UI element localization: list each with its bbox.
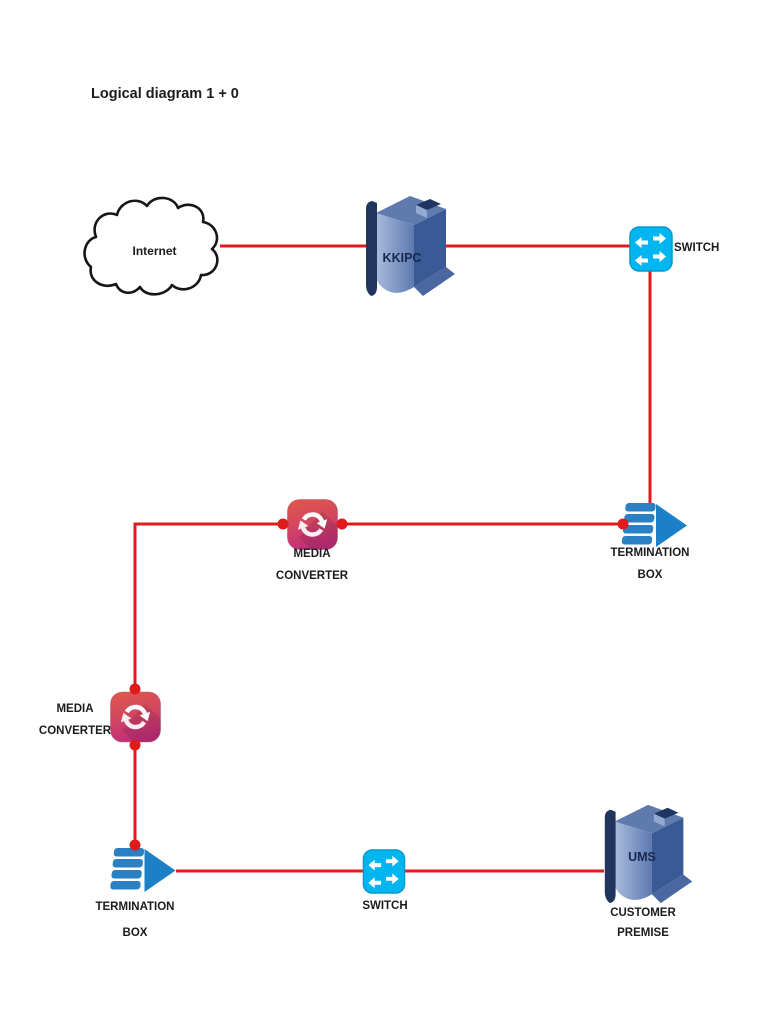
switch-top-icon — [629, 226, 673, 272]
switch-top-label: SWITCH — [674, 242, 720, 254]
customer-premise-label-line2: PREMISE — [617, 927, 669, 939]
media-converter-mid-label-line2: CONVERTER — [275, 570, 349, 582]
media-converter-mid-label-line1: MEDIA — [293, 548, 331, 560]
page-title: Logical diagram 1 + 0 — [91, 86, 239, 102]
termination-box-left-label: TERMINATION BOX — [85, 894, 185, 946]
media-converter-mid-label: MEDIA CONVERTER — [257, 543, 367, 587]
internet-label: Internet — [132, 244, 177, 258]
wire-terminationbox-mediaconverters — [133, 522, 623, 846]
termination-box-left-label-line2: BOX — [122, 927, 148, 939]
kkipc-mainframe-icon — [362, 188, 459, 300]
termination-box-left-label-line1: TERMINATION — [95, 901, 175, 913]
media-converter-left-label-line2: CONVERTER — [38, 725, 112, 737]
switch-bottom-label: SWITCH — [362, 900, 408, 912]
termination-box-right-label-line2: BOX — [637, 569, 663, 581]
media-converter-left-label: MEDIA CONVERTER — [20, 698, 130, 742]
media-converter-left-label-line1: MEDIA — [56, 703, 94, 715]
customer-premise-label-line1: CUSTOMER — [610, 907, 676, 919]
customer-premise-label: CUSTOMER PREMISE — [593, 903, 693, 943]
termination-box-left-icon — [107, 847, 178, 894]
kkipc-label: KKIPC — [382, 251, 422, 265]
termination-box-right-label: TERMINATION BOX — [600, 542, 700, 586]
internet-cloud-icon — [83, 196, 219, 296]
switch-bottom-icon — [362, 849, 406, 894]
termination-box-right-label-line1: TERMINATION — [610, 547, 690, 559]
ums-label: UMS — [628, 850, 656, 864]
